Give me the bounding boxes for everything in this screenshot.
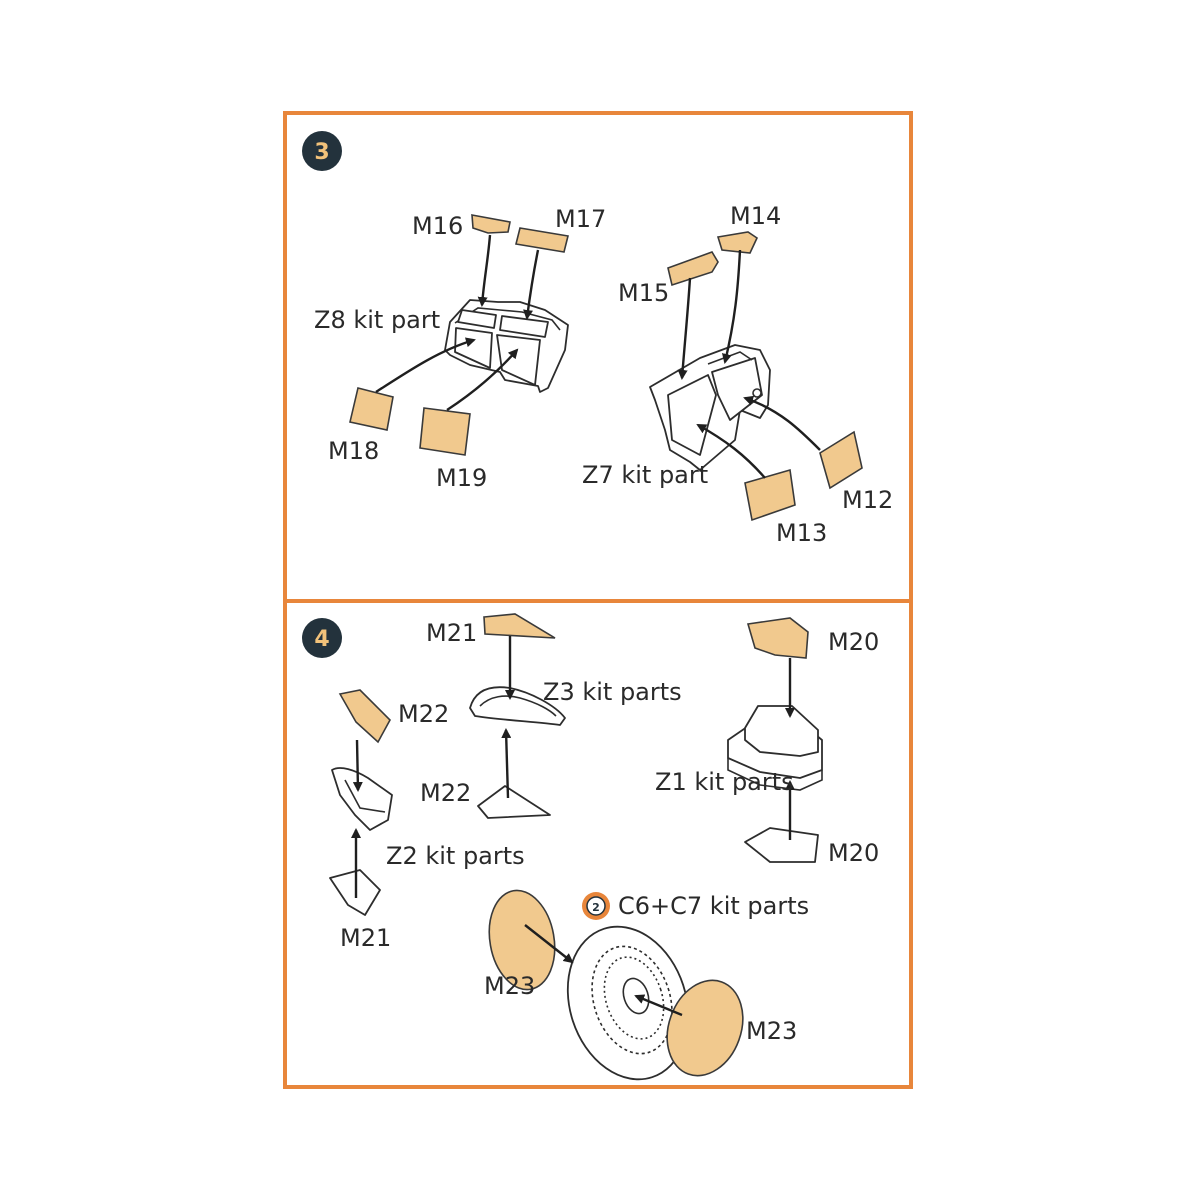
mask-m15-shape bbox=[667, 251, 719, 287]
step-3-badge: 3 bbox=[302, 131, 342, 171]
z8-left-window bbox=[454, 327, 493, 369]
label-m22-top: M22 bbox=[398, 700, 449, 728]
arrow-m19 bbox=[446, 348, 519, 412]
mask-m14-shape bbox=[716, 231, 759, 254]
arrow-m13 bbox=[696, 423, 766, 479]
label-m14: M14 bbox=[730, 202, 781, 230]
svg-text:2: 2 bbox=[592, 901, 600, 914]
label-m12: M12 bbox=[842, 486, 893, 514]
arrow-m22-top bbox=[352, 739, 363, 792]
arrow-m23-right bbox=[634, 994, 683, 1017]
step-3-panel: 3 bbox=[283, 111, 913, 603]
label-z1-kit-parts: Z1 kit parts bbox=[655, 768, 794, 796]
mask-m16-shape bbox=[471, 214, 511, 234]
step-4-panel: 4 bbox=[283, 599, 913, 1089]
z3-kit-parts-drawing bbox=[469, 686, 566, 726]
arrow-m17 bbox=[523, 249, 540, 320]
z7-left-window bbox=[667, 374, 717, 456]
arrow-m15 bbox=[677, 277, 692, 380]
label-m20-bottom: M20 bbox=[828, 839, 879, 867]
z2-kit-parts-drawing bbox=[331, 767, 393, 831]
label-z8-kit-part: Z8 kit part bbox=[314, 306, 440, 334]
z8-right-window bbox=[496, 334, 541, 386]
z7-kit-part-drawing bbox=[649, 344, 771, 471]
arrow-m16 bbox=[477, 234, 492, 307]
label-m20-top: M20 bbox=[828, 628, 879, 656]
arrow-m12 bbox=[743, 395, 821, 451]
mask-m22-mid-outline bbox=[477, 785, 551, 819]
label-m13: M13 bbox=[776, 519, 827, 547]
label-m21-bottom: M21 bbox=[340, 924, 391, 952]
z1-kit-parts-drawing bbox=[727, 705, 823, 791]
z8-upper-right-window bbox=[499, 315, 549, 338]
label-m23-right: M23 bbox=[746, 1017, 797, 1045]
label-m21-top: M21 bbox=[426, 619, 477, 647]
step-4-number: 4 bbox=[314, 627, 329, 652]
c6-c7-wheel-drawing bbox=[566, 925, 690, 1081]
step-4-badge: 4 bbox=[302, 618, 342, 658]
step-4-badge-circle bbox=[302, 618, 342, 658]
label-z2-kit-parts: Z2 kit parts bbox=[386, 842, 525, 870]
mask-m22-top-shape bbox=[338, 689, 391, 744]
mask-m20-top-shape bbox=[746, 617, 809, 659]
arrow-m23-left bbox=[524, 924, 574, 964]
label-m15: M15 bbox=[618, 279, 669, 307]
label-m17: M17 bbox=[555, 205, 606, 233]
z8-upper-left-window bbox=[457, 309, 497, 329]
label-m22-mid: M22 bbox=[420, 779, 471, 807]
mask-m23-right-shape bbox=[666, 979, 744, 1077]
arrow-m22-mid bbox=[501, 728, 512, 799]
step-3-number: 3 bbox=[314, 140, 329, 165]
mask-m17-shape bbox=[515, 227, 569, 253]
label-m23-left: M23 bbox=[484, 972, 535, 1000]
mask-m23-left-shape bbox=[488, 889, 556, 991]
mask-m13-shape bbox=[744, 468, 796, 522]
arrow-m18 bbox=[375, 337, 476, 394]
step-3-badge-circle bbox=[302, 131, 342, 171]
mask-m19-shape bbox=[419, 407, 471, 456]
label-z7-kit-part: Z7 kit part bbox=[582, 461, 708, 489]
mask-m20-bottom-outline bbox=[744, 827, 819, 863]
label-m19: M19 bbox=[436, 464, 487, 492]
mask-m21-top-shape bbox=[483, 613, 556, 639]
z8-kit-part-drawing bbox=[444, 299, 569, 393]
label-z3-kit-parts: Z3 kit parts bbox=[543, 678, 682, 706]
rotate-2-icon: 2 bbox=[582, 892, 610, 920]
label-m16: M16 bbox=[412, 212, 463, 240]
arrow-m14 bbox=[721, 249, 742, 364]
label-m18: M18 bbox=[328, 437, 379, 465]
mask-m18-shape bbox=[349, 387, 394, 431]
step-4-frame bbox=[283, 599, 913, 1089]
label-c6-c7-kit-parts: C6+C7 kit parts bbox=[618, 892, 809, 920]
mask-m12-shape bbox=[819, 430, 863, 490]
